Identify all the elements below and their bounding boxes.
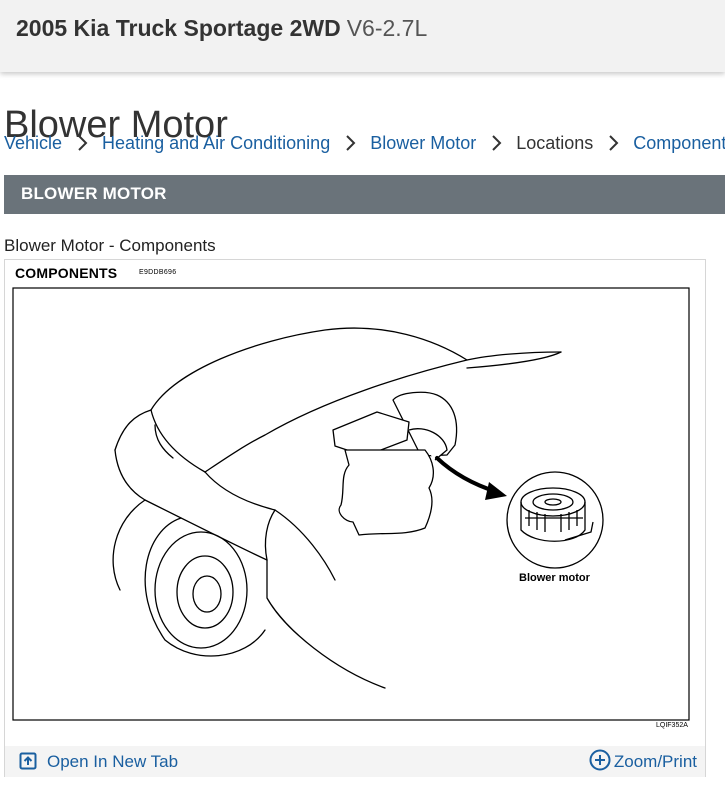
zoom-print-button[interactable]: Zoom/Print <box>589 749 697 773</box>
figure-container: COMPONENTS E9DDB696 <box>4 259 706 777</box>
breadcrumb-components[interactable]: Components <box>633 133 725 153</box>
section-header: BLOWER MOTOR <box>4 175 725 214</box>
blower-assembly <box>332 391 458 536</box>
figure-code: E9DDB696 <box>139 269 177 276</box>
blower-motor-callout <box>506 471 604 569</box>
chevron-right-icon <box>62 130 102 156</box>
figure-reference: LQIF352A <box>656 722 688 729</box>
chevron-right-icon <box>593 130 633 156</box>
open-in-new-tab-icon <box>19 752 37 770</box>
open-in-new-tab-button[interactable]: Open In New Tab <box>19 750 178 774</box>
breadcrumb-blower-motor[interactable]: Blower Motor <box>370 133 477 153</box>
zoom-print-label: Zoom/Print <box>613 752 697 771</box>
breadcrumb: Vehicle Heating and Air Conditioning Blowe… <box>4 130 725 156</box>
breadcrumb-locations: Locations <box>516 133 594 153</box>
chevron-right-icon <box>476 130 516 156</box>
vehicle-name: 2005 Kia Truck Sportage 2WD <box>16 15 341 41</box>
section-title: BLOWER MOTOR <box>21 184 167 203</box>
page-title: Blower Motor <box>4 104 228 147</box>
open-in-new-tab-label: Open In New Tab <box>47 752 179 771</box>
callout-label: Blower motor <box>519 572 590 584</box>
blower-motor-diagram <box>12 287 690 721</box>
chevron-right-icon <box>330 130 370 156</box>
breadcrumb-vehicle[interactable]: Vehicle <box>4 133 63 153</box>
vehicle-outline <box>112 327 562 689</box>
figure-caption: Blower Motor - Components <box>4 236 216 255</box>
figure-footer: Open In New Tab Zoom/Print <box>5 746 705 777</box>
breadcrumb-heating-and-air-conditioning[interactable]: Heating and Air Conditioning <box>102 133 331 153</box>
plus-circle-icon <box>589 749 611 771</box>
arrow-head <box>485 482 507 500</box>
figure-heading: COMPONENTS <box>15 265 118 281</box>
vehicle-engine: V6-2.7L <box>346 15 428 41</box>
diagram-border <box>12 287 690 721</box>
